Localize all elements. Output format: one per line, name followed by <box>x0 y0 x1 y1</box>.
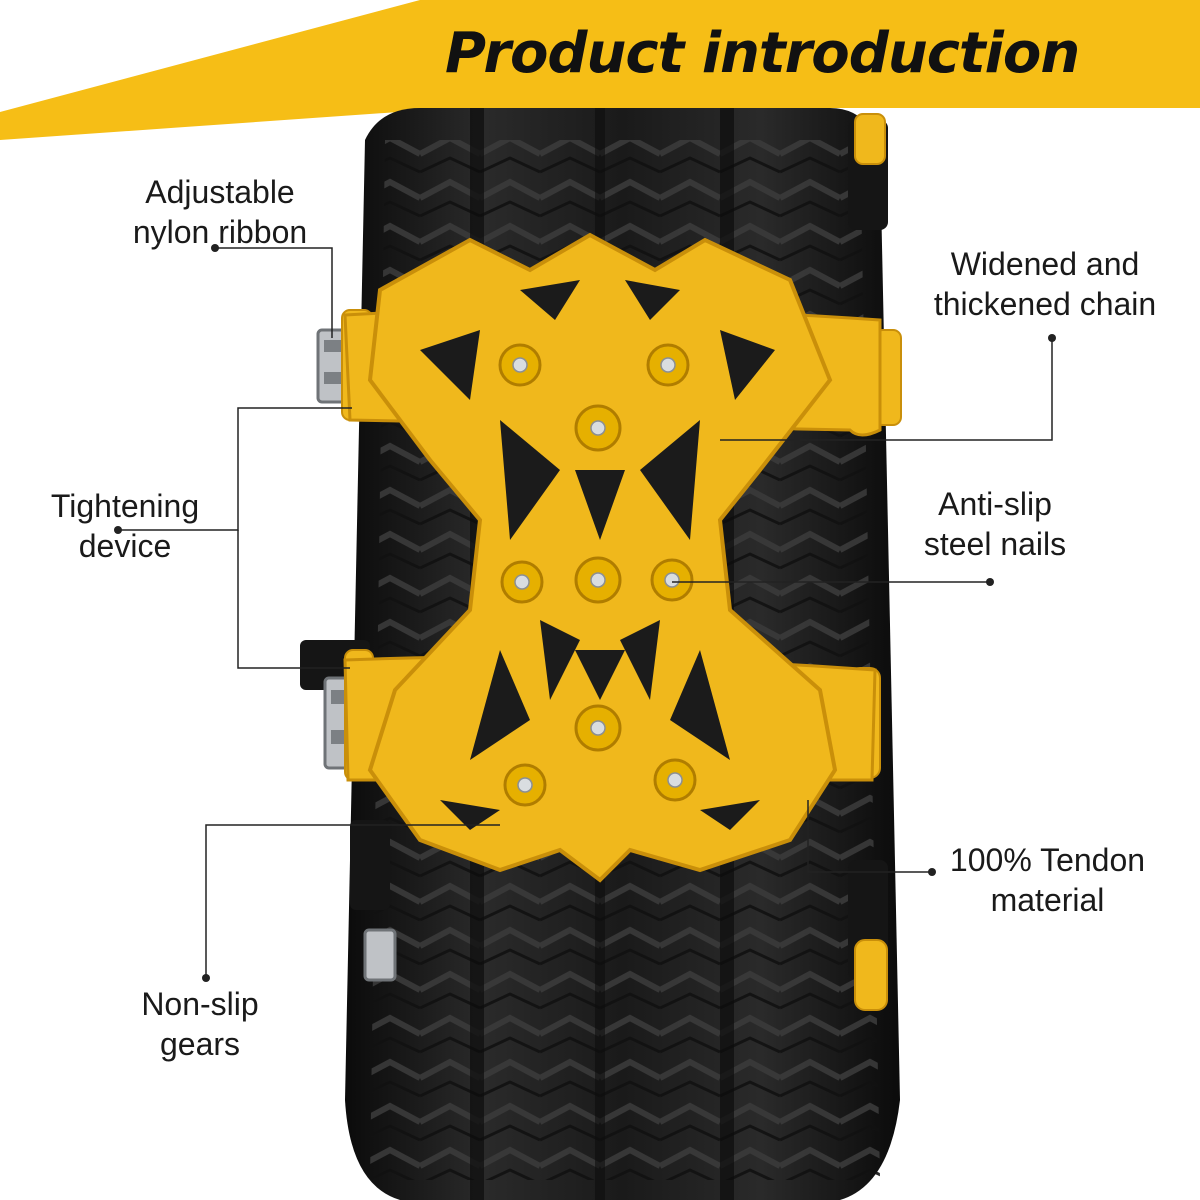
callout-chain-line1: Widened and <box>950 246 1140 282</box>
tight-leader <box>118 407 352 531</box>
callout-lines <box>118 247 1053 978</box>
steel-nails <box>498 343 697 807</box>
callout-tightening-device: Tightening device <box>20 486 230 566</box>
chain-leader <box>720 338 1053 441</box>
banner-dark-panel <box>420 0 1200 108</box>
callout-chain-line2: thickened chain <box>933 286 1157 322</box>
callout-nails-line2: steel nails <box>923 526 1067 562</box>
ribbon-leader <box>215 247 333 338</box>
callout-ribbon-line2: nylon ribbon <box>132 214 308 250</box>
callout-gears-line1: Non-slip <box>141 986 259 1022</box>
callout-gears-line2: gears <box>159 1026 241 1062</box>
callout-nails-line1: Anti-slip <box>938 486 1052 522</box>
callout-adjustable-nylon-ribbon: Adjustable nylon ribbon <box>100 172 340 252</box>
callout-tendon-line1: 100% Tendon <box>949 842 1146 878</box>
tight-leader-lower <box>237 530 350 669</box>
callout-anti-slip-nails: Anti-slip steel nails <box>895 484 1095 564</box>
callout-tendon-material: 100% Tendon material <box>925 840 1170 920</box>
banner-title: Product introduction <box>445 21 1080 86</box>
callout-tendon-line2: material <box>990 882 1105 918</box>
tendon-leader <box>807 800 932 873</box>
callout-dots <box>114 244 1056 982</box>
callout-non-slip-gears: Non-slip gears <box>115 984 285 1064</box>
callout-widened-chain: Widened and thickened chain <box>905 244 1185 324</box>
callout-ribbon-line1: Adjustable <box>145 174 295 210</box>
callout-tight-line1: Tightening <box>50 488 200 524</box>
callout-tight-line2: device <box>78 528 172 564</box>
gears-leader <box>205 824 500 978</box>
